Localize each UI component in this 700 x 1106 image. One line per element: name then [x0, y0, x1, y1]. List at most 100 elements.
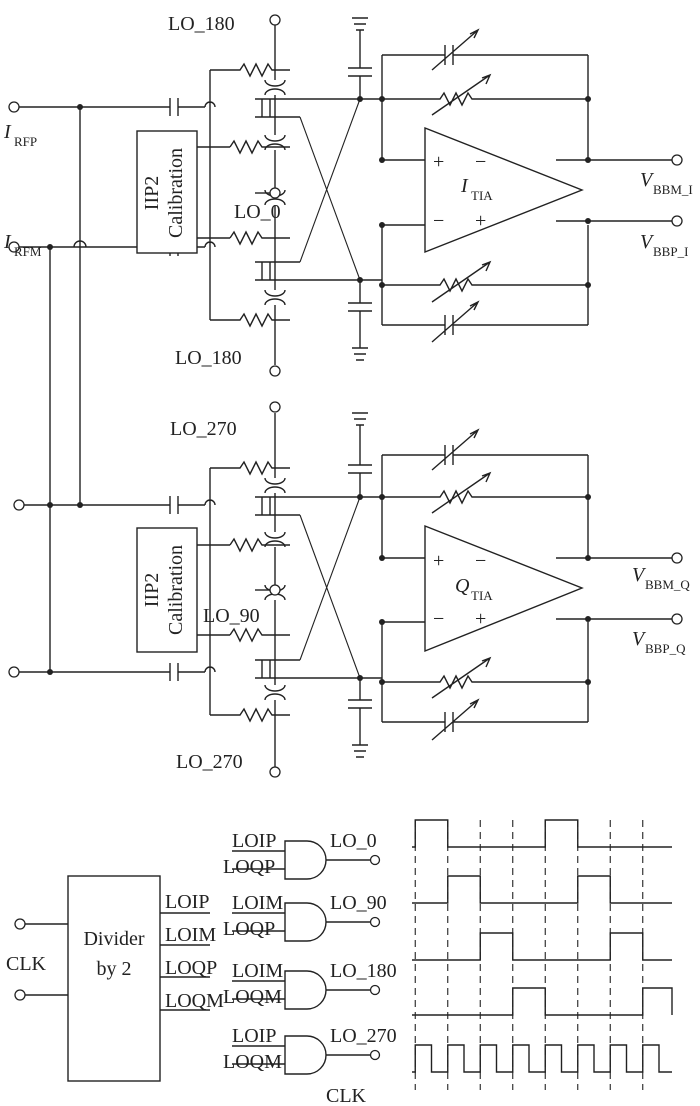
- gate-in1-label-0: LOIP: [232, 830, 276, 852]
- vbbm-i-label-sub: BBM_I: [653, 182, 693, 197]
- vbbm-q-label-sub: BBM_Q: [645, 577, 690, 592]
- gate-out-pin-2[interactable]: [369, 984, 381, 996]
- vbbp-q-pin[interactable]: [671, 613, 683, 625]
- div-out-1: LOIM: [165, 924, 216, 946]
- bias-res-1: [210, 62, 290, 78]
- tia-q-out-plus: +: [475, 608, 486, 630]
- lo-top-label-i: LO_180: [168, 13, 235, 35]
- bias-res-2: [229, 139, 290, 155]
- irfp-label-sub: RFP: [14, 134, 37, 149]
- vbbp-q-label-main: V: [632, 628, 647, 650]
- vbbm-i-pin[interactable]: [671, 154, 683, 166]
- i-channel-block: I RFP I RFM IIP2 Calibration: [3, 13, 693, 672]
- clk-pin-1[interactable]: [14, 918, 26, 930]
- vbbm-i-label-main: V: [640, 169, 655, 191]
- gate-out-pin-1[interactable]: [369, 916, 381, 928]
- lo-mid-pin-i[interactable]: [269, 187, 281, 199]
- wave-lo-0: [412, 819, 672, 848]
- wave-lo-180: [412, 932, 672, 961]
- tia-i-out-minus: −: [475, 151, 486, 173]
- vbbp-q-label-sub: BBP_Q: [645, 641, 686, 656]
- divider-clk-label: CLK: [6, 953, 47, 975]
- tia-q-label-sub: TIA: [471, 588, 493, 603]
- tia-i-in-minus: −: [433, 210, 444, 232]
- gnd-bot-i-icon: [352, 347, 368, 361]
- gate-in1-label-2: LOIM: [232, 960, 283, 982]
- q-in-m-pin[interactable]: [8, 666, 20, 678]
- iip2-cal-q-line2: Calibration: [165, 545, 187, 635]
- vbbp-i-label-sub: BBP_I: [653, 244, 688, 259]
- bias-res-4: [210, 312, 290, 328]
- gate-out-label-2: LO_180: [330, 960, 397, 982]
- gate-out-pin-0[interactable]: [369, 854, 381, 866]
- lo-mid-pin-q[interactable]: [269, 584, 281, 596]
- res-var-bot-i: [382, 260, 588, 303]
- tia-q-label-main: Q: [455, 575, 470, 597]
- gate-in2-label-2: LOQM: [223, 986, 282, 1008]
- gate-in2-label-3: LOQM: [223, 1051, 282, 1073]
- lo-bot-label-i: LO_180: [175, 347, 242, 369]
- vbbm-q-pin[interactable]: [671, 552, 683, 564]
- vbbp-i-label-main: V: [640, 231, 655, 253]
- tia-i-out-plus: +: [475, 210, 486, 232]
- gnd-top-i-icon: [352, 17, 368, 68]
- q-channel-block: IIP2 Calibration LO_270 LO_90 LO_270: [8, 401, 690, 778]
- timing-clk-label: CLK: [326, 1085, 367, 1106]
- tia-q-opamp: [424, 524, 584, 653]
- cap-shunt-top-i: [348, 67, 372, 99]
- vbbm-q-label-main: V: [632, 564, 647, 586]
- gate-out-pin-3[interactable]: [369, 1049, 381, 1061]
- gate-in1-label-3: LOIP: [232, 1025, 276, 1047]
- gate-out-label-0: LO_0: [330, 830, 377, 852]
- lo-bot-pin-i[interactable]: [269, 365, 281, 377]
- lo-top-pin-i[interactable]: [269, 14, 281, 26]
- wave-lo-270: [412, 987, 673, 1016]
- cap-shunt-bot-i: [348, 280, 372, 348]
- res-var-top-i: [382, 73, 588, 116]
- iip2-cal-i-line2: Calibration: [165, 148, 187, 238]
- div-out-2: LOQP: [165, 957, 217, 979]
- lo-mid-label-i: LO_0: [234, 201, 281, 223]
- clk-pin-2[interactable]: [14, 989, 26, 1001]
- lo-bot-pin-q[interactable]: [269, 766, 281, 778]
- tia-i-opamp: [424, 126, 584, 254]
- gate-in2-label-0: LOQP: [223, 856, 275, 878]
- lo-top-pin-q[interactable]: [269, 401, 281, 413]
- div-out-0: LOIP: [165, 891, 209, 913]
- gate-out-label-3: LO_270: [330, 1025, 397, 1047]
- and-gate-1: [284, 902, 327, 942]
- cin-top-icon: [169, 98, 205, 116]
- tia-i-label-main: I: [460, 175, 469, 197]
- tia-i-label-sub: TIA: [471, 188, 493, 203]
- lo-mid-label-q: LO_90: [203, 605, 260, 627]
- irfm-label-main: I: [3, 231, 12, 253]
- divider-box: [67, 875, 161, 1082]
- irfm-label-sub: RFM: [14, 244, 42, 259]
- timing-diagram: [412, 819, 673, 1090]
- q-in-p-pin[interactable]: [13, 499, 25, 511]
- vbbp-i-pin[interactable]: [671, 215, 683, 227]
- rf-bus-wires: [49, 107, 81, 672]
- irfp-label-main: I: [3, 121, 12, 143]
- tia-q-in-plus: +: [433, 550, 444, 572]
- divider-line1: Divider: [83, 928, 144, 950]
- mixer-out-wires-i: [300, 98, 360, 281]
- and-gate-2: [284, 970, 327, 1010]
- wave-lo-90: [412, 875, 672, 904]
- iip2-cal-i-line1: IIP2: [141, 176, 163, 210]
- divider-line2: by 2: [97, 958, 132, 980]
- tia-i-in-plus: +: [433, 151, 444, 173]
- iip2-cal-box-i: [136, 130, 198, 254]
- wave-clk: [412, 1044, 672, 1073]
- and-gate-3: [284, 1035, 327, 1075]
- lo-top-label-q: LO_270: [170, 418, 237, 440]
- irfp-pin[interactable]: [8, 101, 20, 113]
- gate-out-label-1: LO_90: [330, 892, 387, 914]
- tia-q-out-minus: −: [475, 550, 486, 572]
- iip2-cal-q-line1: IIP2: [141, 573, 163, 607]
- cap-var-bot-i: [382, 300, 588, 343]
- lo-generator: Divider by 2 CLK LOIP LOIM LOQP LOQM LOI…: [6, 830, 397, 1082]
- lo-bot-label-q: LO_270: [176, 751, 243, 773]
- tia-q-in-minus: −: [433, 608, 444, 630]
